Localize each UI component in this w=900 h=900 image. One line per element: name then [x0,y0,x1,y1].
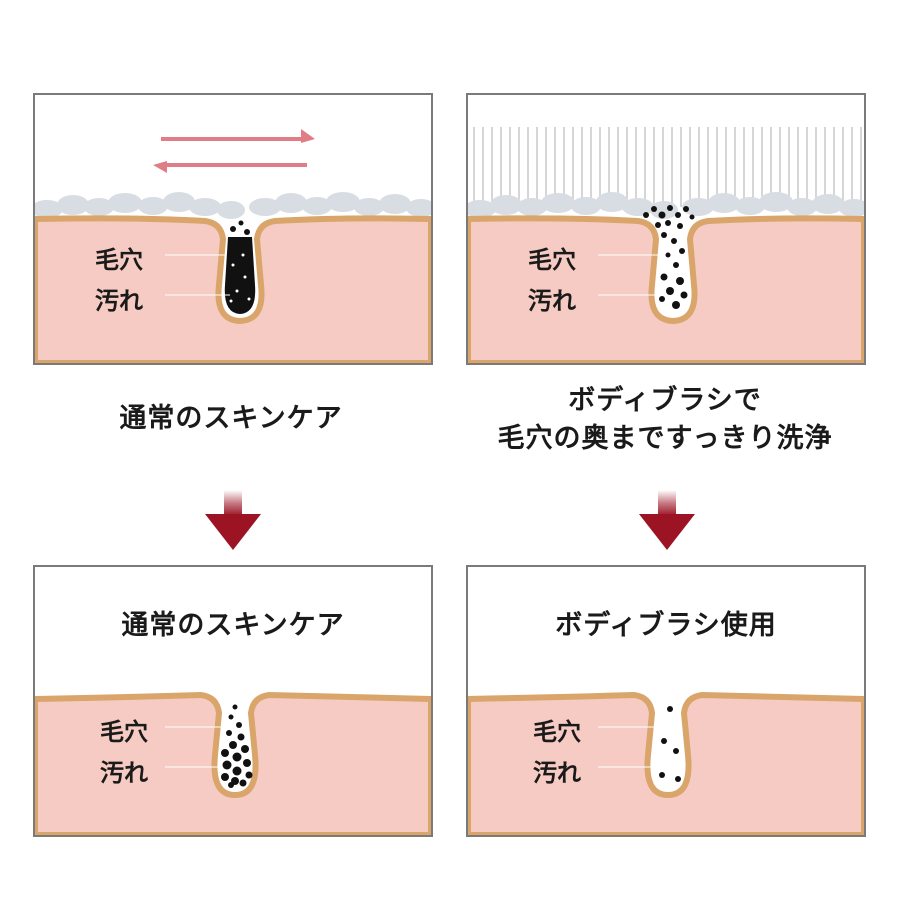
dirt-particles [230,220,250,235]
down-arrow-icon [205,490,261,550]
panel-normal-care-before: 毛穴 汚れ [33,93,433,365]
foam-layer [35,192,431,219]
dirt-particles [643,205,695,309]
pore-label: 毛穴 [533,718,581,746]
skin-layer [35,215,431,363]
dirt-label: 汚れ [528,287,576,315]
skin-cross-section [35,129,431,363]
dirt-particles [659,706,681,782]
panel-title: ボディブラシ使用 [555,610,777,641]
skin-layer [468,691,864,835]
panel-brush-care-before: 毛穴 汚れ [466,93,866,365]
skin-cross-section [468,127,864,363]
pore-label: 毛穴 [528,246,576,274]
skin-cross-section [468,691,864,835]
pore-label: 毛穴 [100,718,148,746]
caption-normal-care: 通常のスキンケア [119,403,343,434]
dirt-label: 汚れ [533,759,581,787]
caption-brush-line2: 毛穴の奥まですっきり洗浄 [497,423,833,454]
dirt-particles [221,704,253,788]
down-arrow-icon [639,490,695,550]
pore-dirt [224,237,256,314]
skin-cross-section [35,691,431,835]
pore-label: 毛穴 [95,246,143,274]
skin-layer [35,691,431,835]
double-arrow-icon [153,129,315,173]
pore-interior [653,707,683,789]
dirt-highlights [229,253,251,303]
skin-layer [468,215,864,363]
panel-normal-care-after: 通常のスキンケア 毛穴 汚れ [33,565,433,837]
brush-bristles [473,127,862,207]
panel-title: 通常のスキンケア [121,610,345,641]
caption-brush-line1: ボディブラシで [568,385,762,416]
dirt-label: 汚れ [95,287,143,315]
panel-brush-care-after: ボディブラシ使用 毛穴 汚れ [466,565,866,837]
dirt-label: 汚れ [100,759,148,787]
